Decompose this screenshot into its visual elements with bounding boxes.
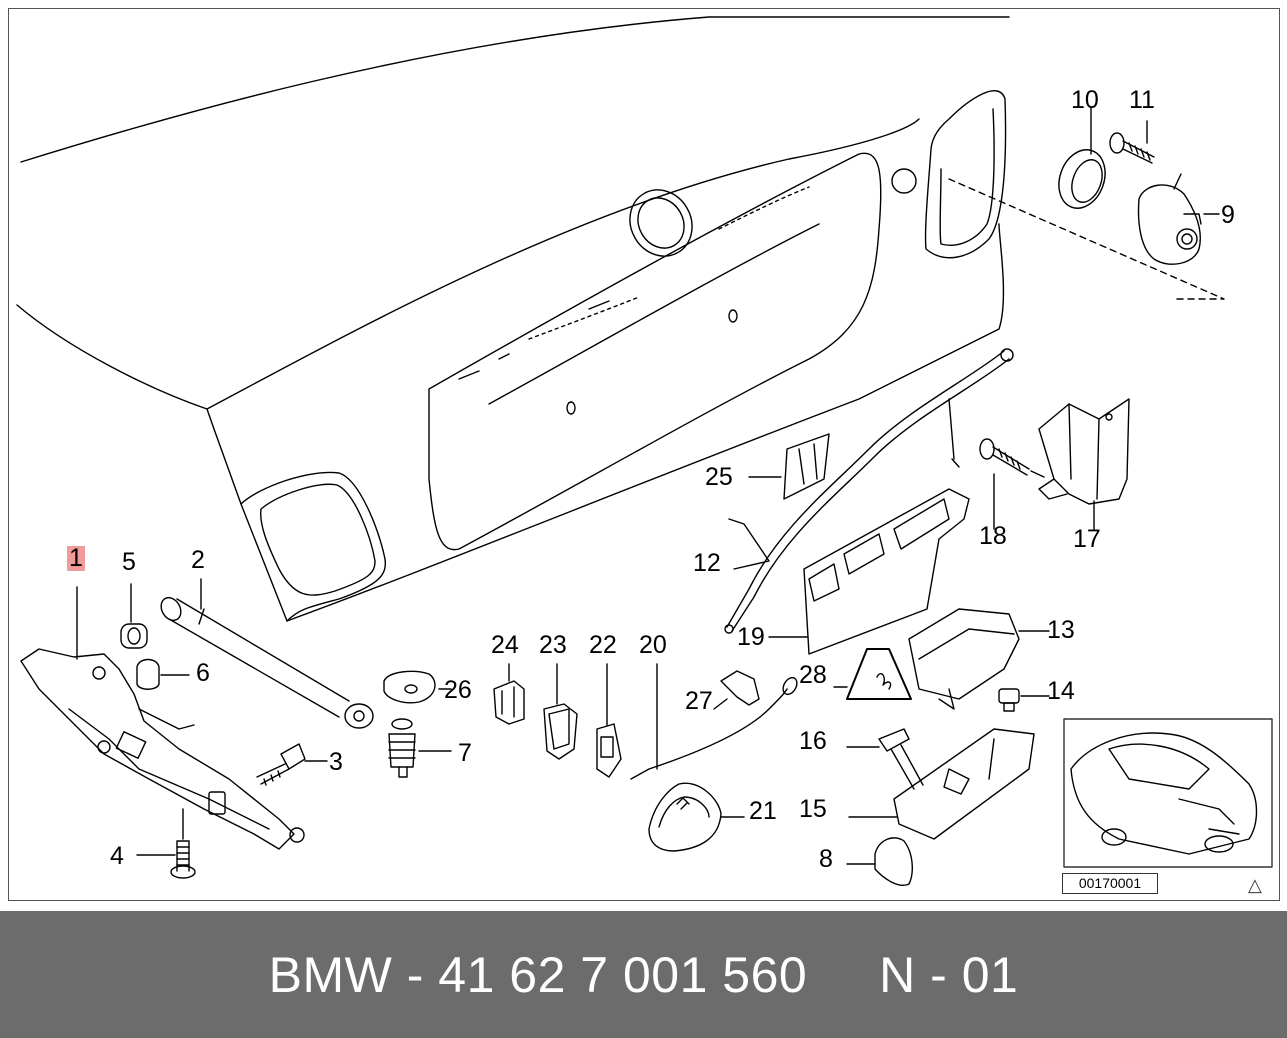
- callout-23: 23: [539, 631, 567, 659]
- diagram-reference-code: 00170001: [1062, 873, 1158, 894]
- callout-12: 12: [693, 549, 721, 577]
- part-16-screw: [846, 728, 924, 790]
- part-20-cable: [630, 663, 798, 780]
- inset-car-thumbnail: [1063, 718, 1273, 868]
- part-number-caption: BMW - 41 62 7 001 560 N - 01: [268, 946, 1019, 1003]
- callout-16: 16: [799, 727, 827, 755]
- part-26-washer: [383, 670, 452, 704]
- part-12-rod: [724, 348, 1014, 634]
- callout-15: 15: [799, 795, 827, 823]
- callout-22: 22: [589, 631, 617, 659]
- callout-1: 1: [67, 544, 85, 572]
- callout-9: 9: [1221, 201, 1235, 229]
- callout-17: 17: [1073, 525, 1101, 553]
- callout-25: 25: [705, 463, 733, 491]
- part-8-cap: [846, 837, 913, 886]
- callout-10: 10: [1071, 86, 1099, 114]
- warning-triangle-icon: △: [1248, 875, 1262, 895]
- callout-21: 21: [749, 797, 777, 825]
- callout-26: 26: [444, 676, 472, 704]
- part-15-handle: [848, 728, 1035, 840]
- dashed-leader-lock: [948, 178, 1225, 300]
- footer-bar: BMW - 41 62 7 001 560 N - 01: [0, 911, 1287, 1038]
- callout-7: 7: [458, 739, 472, 767]
- part-19-plate: [768, 488, 970, 655]
- part-5-bushing: [120, 583, 148, 649]
- callout-24: 24: [491, 631, 519, 659]
- part-17-bracket: [1038, 398, 1130, 530]
- part-21-release-handle: [648, 782, 745, 852]
- callout-28: 28: [799, 661, 827, 689]
- parts-diagram-frame: 1 2 3 4 5 6 7 8 9 10 11 12 13 14 15 16 1…: [8, 8, 1280, 901]
- part-3-bolt: [256, 743, 328, 786]
- callout-5: 5: [122, 548, 136, 576]
- callout-3: 3: [329, 748, 343, 776]
- part-6-bushing: [136, 658, 190, 690]
- part-1-hinge: [20, 586, 305, 850]
- callout-4: 4: [110, 842, 124, 870]
- part-14-bolt: [998, 688, 1050, 712]
- callout-6: 6: [196, 659, 210, 687]
- part-22-clip: [596, 663, 622, 778]
- part-28-warning-label: [833, 648, 912, 700]
- part-25-clip: [748, 433, 830, 500]
- part-27-clip: [713, 670, 760, 710]
- part-24-clip: [493, 663, 525, 725]
- callout-8: 8: [819, 845, 833, 873]
- part-4-screw: [136, 808, 196, 879]
- part-9-lock-cylinder: [1137, 173, 1220, 265]
- trunk-lid-outline: [16, 16, 1010, 622]
- callout-14: 14: [1047, 677, 1075, 705]
- part-18-screw: [979, 438, 1045, 530]
- callout-18: 18: [979, 522, 1007, 550]
- callout-2: 2: [191, 546, 205, 574]
- callout-11: 11: [1129, 86, 1155, 114]
- part-11-screw: [1090, 106, 1155, 164]
- callout-20: 20: [639, 631, 667, 659]
- part-23-clip: [543, 663, 578, 760]
- part-2-gas-strut: [160, 578, 374, 729]
- callout-13: 13: [1047, 616, 1075, 644]
- callout-19: 19: [737, 623, 765, 651]
- callout-27: 27: [685, 687, 713, 715]
- parts-diagram-drawing: [16, 16, 1273, 886]
- part-10-grommet: [1058, 149, 1106, 209]
- part-7-pin: [388, 718, 452, 778]
- part-13-actuator: [908, 608, 1050, 710]
